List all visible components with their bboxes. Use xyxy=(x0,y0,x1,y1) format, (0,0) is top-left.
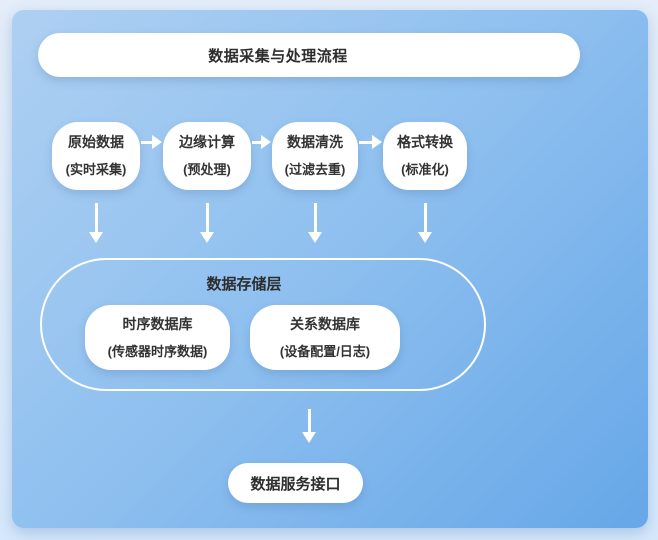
flow-node-label: 原始数据 xyxy=(68,134,124,150)
flow-node-data-cleaning: 数据清洗 (过滤去重) xyxy=(272,122,358,190)
arrow-line xyxy=(307,409,311,434)
arrow-head xyxy=(372,135,382,149)
flow-node-sublabel: (过滤去重) xyxy=(284,162,346,177)
flow-arrow-down-icon xyxy=(89,203,103,243)
flow-arrow-down-icon xyxy=(418,203,432,243)
arrow-line xyxy=(205,203,209,234)
diagram-panel: 数据采集与处理流程 原始数据 (实时采集) 边缘计算 (预处理) 数据清洗 (过… xyxy=(12,10,648,528)
flow-arrow-right-icon xyxy=(359,135,382,149)
arrow-head xyxy=(200,232,214,243)
flow-node-label: 数据清洗 xyxy=(287,134,343,150)
arrow-head xyxy=(302,432,316,443)
db-node-label: 时序数据库 xyxy=(122,315,193,332)
arrow-head xyxy=(89,232,103,243)
service-interface-label: 数据服务接口 xyxy=(250,475,341,493)
arrow-line xyxy=(423,203,427,234)
flow-node-raw-data: 原始数据 (实时采集) xyxy=(52,122,140,190)
storage-layer-label: 数据存储层 xyxy=(206,276,282,293)
arrow-head xyxy=(261,135,271,149)
flow-node-sublabel: (预处理) xyxy=(183,162,231,177)
flow-arrow-down-icon xyxy=(200,203,214,243)
arrow-line xyxy=(313,203,317,234)
storage-layer-container: 数据存储层 时序数据库 (传感器时序数据) 关系数据库 (设备配置/日志) xyxy=(40,258,486,391)
arrow-line xyxy=(252,140,263,144)
flow-node-sublabel: (实时采集) xyxy=(65,162,127,177)
flow-node-edge-computing: 边缘计算 (预处理) xyxy=(163,122,251,190)
flow-node-sublabel: (标准化) xyxy=(401,162,449,177)
diagram-title-pill: 数据采集与处理流程 xyxy=(38,33,580,77)
arrow-line xyxy=(141,140,154,144)
db-node-label: 关系数据库 xyxy=(290,315,360,332)
flow-arrow-down-icon xyxy=(302,409,316,443)
service-interface-node: 数据服务接口 xyxy=(228,463,363,503)
diagram-title: 数据采集与处理流程 xyxy=(208,47,348,65)
arrow-line xyxy=(94,203,98,234)
db-node-sublabel: (设备配置/日志) xyxy=(279,343,371,359)
flow-arrow-right-icon xyxy=(141,135,162,149)
flow-node-label: 边缘计算 xyxy=(179,134,235,150)
flow-node-label: 格式转换 xyxy=(397,134,453,150)
arrow-head xyxy=(308,232,322,243)
db-node-timeseries: 时序数据库 (传感器时序数据) xyxy=(85,305,230,370)
db-node-relational: 关系数据库 (设备配置/日志) xyxy=(250,305,400,370)
flow-node-format-conversion: 格式转换 (标准化) xyxy=(383,122,467,190)
flow-arrow-right-icon xyxy=(252,135,271,149)
flow-arrow-down-icon xyxy=(308,203,322,243)
arrow-line xyxy=(359,140,374,144)
arrow-head xyxy=(152,135,162,149)
db-node-sublabel: (传感器时序数据) xyxy=(107,343,208,359)
arrow-head xyxy=(418,232,432,243)
